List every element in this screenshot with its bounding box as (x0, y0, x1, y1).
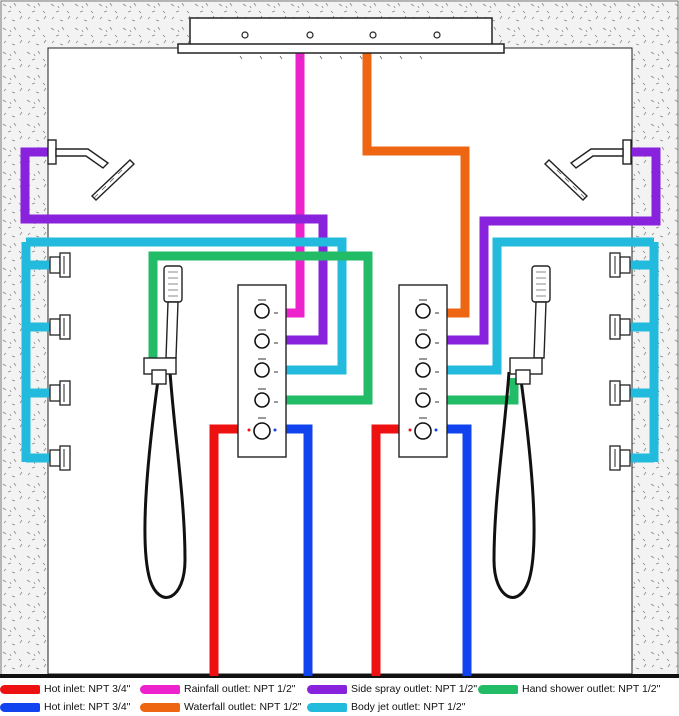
legend-label: Waterfall outlet: NPT 1/2" (184, 701, 302, 713)
legend-item-rainfall-outlet: Rainfall outlet: NPT 1/2" (140, 681, 296, 697)
legend-label: Rainfall outlet: NPT 1/2" (184, 683, 296, 695)
legend-swatch (140, 702, 180, 712)
body-jet-icon (49, 252, 71, 471)
valve-knob-icon (253, 303, 271, 440)
body-jet-pipe-right (447, 237, 659, 463)
legend-label: Side spray outlet: NPT 1/2" (351, 683, 478, 695)
cold-inlet-pipe-right (447, 424, 472, 676)
legend-item-hand-shower-outlet: Hand shower outlet: NPT 1/2" (478, 681, 660, 697)
rainfall-head-icon (177, 17, 505, 60)
legend-item-waterfall-outlet: Waterfall outlet: NPT 1/2" (140, 699, 302, 715)
plumbing-diagram (0, 0, 679, 678)
legend-swatch (478, 684, 518, 694)
side-shower-head-icon (47, 139, 136, 201)
legend-label: Hot inlet: NPT 3/4" (44, 683, 131, 695)
side-spray-pipe-left (20, 147, 328, 345)
legend-item-side-spray-outlet: Side spray outlet: NPT 1/2" (307, 681, 477, 697)
hand-shower-pipe-left (148, 251, 373, 405)
hot-inlet-pipe-left (209, 424, 240, 676)
rainfall-pipe (286, 52, 305, 318)
legend-label: Hot inlet: NPT 3/4" (44, 701, 131, 713)
legend-swatch (140, 684, 180, 694)
hand-shower-pipe-right (447, 378, 519, 405)
legend-item-hot-inlet: Hot inlet: NPT 3/4" (0, 681, 130, 697)
valve-panel-right (398, 284, 448, 458)
hand-shower-icon (492, 265, 551, 599)
legend-swatch (0, 702, 40, 712)
body-jet-icon (609, 252, 631, 471)
legend-swatch (0, 684, 40, 694)
legend-swatch (307, 684, 347, 694)
waterfall-pipe (362, 52, 470, 318)
legend: Hot inlet: NPT 3/4" Rainfall outlet: NPT… (0, 678, 679, 716)
legend-item-cold-inlet: Hot inlet: NPT 3/4" (0, 699, 130, 715)
legend-swatch (307, 702, 347, 712)
side-shower-head-icon (543, 139, 632, 201)
legend-label: Body jet outlet: NPT 1/2" (351, 701, 466, 713)
side-spray-pipe-right (447, 147, 661, 345)
hot-inlet-pipe-right (371, 424, 400, 676)
valve-knob-icon (414, 303, 432, 440)
legend-item-body-jet-outlet: Body jet outlet: NPT 1/2" (307, 699, 465, 715)
cold-inlet-pipe-left (286, 424, 313, 676)
valve-panel-left (237, 284, 287, 458)
body-jet-pipe-left (21, 237, 347, 463)
hand-shower-icon (143, 265, 187, 599)
legend-label: Hand shower outlet: NPT 1/2" (522, 683, 661, 695)
